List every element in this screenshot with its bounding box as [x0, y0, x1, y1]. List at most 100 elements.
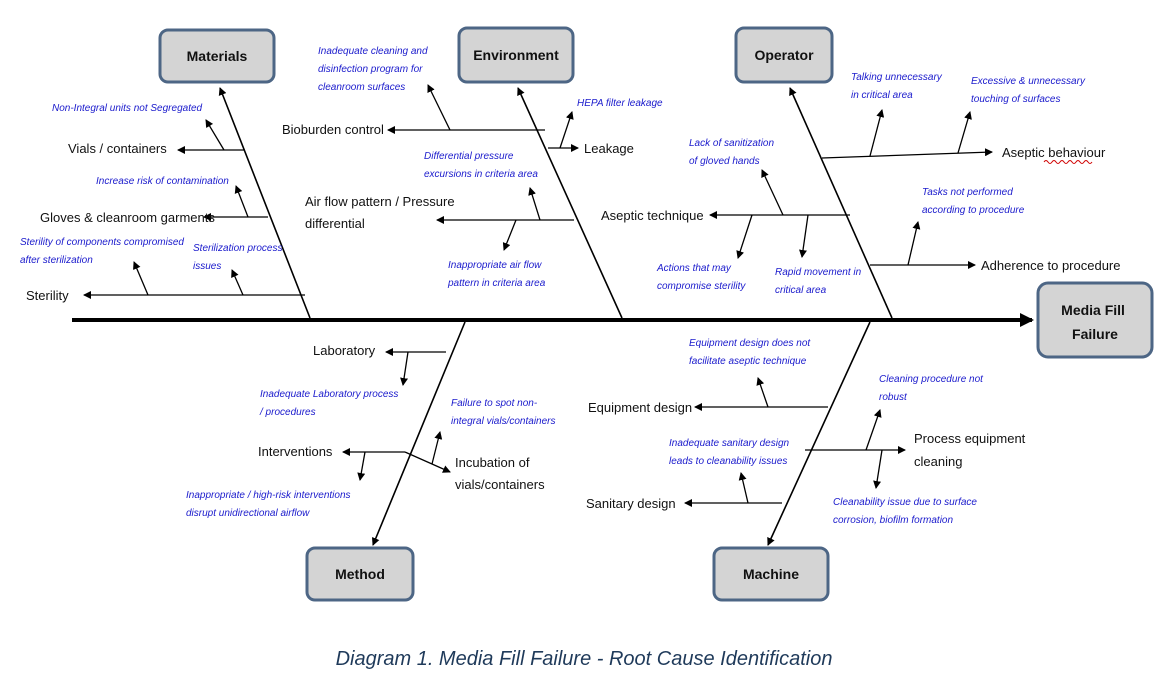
cause-process-cleaning: Process equipment cleaning: [914, 431, 1029, 469]
cause-airflow: Air flow pattern / Pressure differential: [305, 194, 458, 231]
note-sterilization-issues: Sterilization process issues: [193, 243, 285, 272]
category-box-machine: Machine: [712, 546, 830, 602]
method-label: Method: [335, 566, 385, 582]
note-inadequate-cleaning-line1: Inadequate cleaning and: [318, 46, 428, 57]
category-box-materials: Materials: [158, 28, 276, 84]
note-cleanability-issue: Cleanability issue due to surface corros…: [833, 497, 980, 526]
note-lab-process: Inadequate Laboratory process / procedur…: [259, 389, 401, 418]
cause-airflow-line1: Air flow pattern / Pressure: [305, 194, 455, 209]
note-lab-process-line2: / procedures: [259, 407, 316, 418]
environment-label: Environment: [473, 47, 559, 63]
cause-process-cleaning-line1: Process equipment: [914, 431, 1026, 446]
category-box-environment: Environment: [457, 26, 575, 84]
note-high-risk-interventions-line1: Inappropriate / high-risk interventions: [186, 490, 351, 501]
sub-cause-notes: Non-Integral units not Segregated Increa…: [20, 46, 1088, 526]
note-actions-compromise: Actions that may compromise sterility: [656, 263, 746, 292]
note-sterility-compromised: Sterility of components compromised afte…: [20, 237, 187, 266]
note-sanitization-line2: of gloved hands: [689, 156, 760, 167]
cause-equipment-design: Equipment design: [588, 400, 692, 415]
cause-incubation-line2: vials/containers: [455, 477, 545, 492]
note-actions-compromise-line1: Actions that may: [656, 263, 732, 274]
note-touching-line1: Excessive & unnecessary: [971, 76, 1086, 87]
note-sanitary-line1: Inadequate sanitary design: [669, 438, 790, 449]
note-diff-pressure-line1: Differential pressure: [424, 151, 514, 162]
note-touching: Excessive & unnecessary touching of surf…: [971, 76, 1088, 105]
note-sanitization-line1: Lack of sanitization: [689, 138, 774, 149]
cause-labels: Vials / containers Gloves & cleanroom ga…: [26, 122, 1120, 511]
note-contamination-risk: Increase risk of contamination: [96, 176, 229, 187]
cause-incubation-line1: Incubation of: [455, 455, 530, 470]
note-sterility-compromised-line1: Sterility of components compromised: [20, 237, 184, 248]
note-talking: Talking unnecessary in critical area: [851, 72, 945, 101]
cause-aseptic-technique: Aseptic technique: [601, 208, 704, 223]
note-sanitization: Lack of sanitization of gloved hands: [689, 138, 777, 167]
cause-incubation: Incubation of vials/containers: [455, 455, 545, 492]
note-cleaning-not-robust: Cleaning procedure not robust: [879, 374, 986, 403]
effect-label: Media Fill Failure: [1061, 302, 1129, 342]
note-sanitary: Inadequate sanitary design leads to clea…: [669, 438, 792, 467]
note-tasks-not-performed-line2: according to procedure: [922, 205, 1025, 216]
note-inadequate-cleaning-line2: disinfection program for: [318, 64, 423, 75]
note-equip-design-line2: facilitate aseptic technique: [689, 356, 807, 367]
cause-gloves: Gloves & cleanroom garments: [40, 210, 215, 225]
note-talking-line2: in critical area: [851, 90, 913, 101]
cause-sanitary-design: Sanitary design: [586, 496, 676, 511]
note-sanitary-line2: leads to cleanability issues: [669, 456, 787, 467]
note-rapid-movement-line2: critical area: [775, 285, 827, 296]
note-cleaning-not-robust-line1: Cleaning procedure not: [879, 374, 984, 385]
effect-box: Media Fill Failure: [1036, 281, 1154, 359]
note-spot-non-integral-line2: integral vials/containers: [451, 416, 556, 427]
note-inappropriate-airflow-line1: Inappropriate air flow: [448, 260, 542, 271]
cause-bioburden: Bioburden control: [282, 122, 384, 137]
note-diff-pressure: Differential pressure excursions in crit…: [424, 151, 538, 180]
note-lab-process-line1: Inadequate Laboratory process: [260, 389, 398, 400]
cause-branches: [83, 84, 993, 507]
cause-aseptic-behaviour: Aseptic behaviour: [1002, 145, 1106, 160]
note-inadequate-cleaning-line3: cleanroom surfaces: [318, 82, 405, 93]
cause-process-cleaning-line2: cleaning: [914, 454, 962, 469]
effect-label-line2: Failure: [1072, 326, 1118, 342]
note-equip-design: Equipment design does not facilitate ase…: [689, 338, 813, 367]
cause-sterility: Sterility: [26, 288, 69, 303]
note-tasks-not-performed-line1: Tasks not performed: [922, 187, 1013, 198]
cause-interventions: Interventions: [258, 444, 333, 459]
note-high-risk-interventions-line2: disrupt unidirectional airflow: [186, 508, 310, 519]
cause-airflow-line2: differential: [305, 216, 365, 231]
category-box-method: Method: [305, 546, 415, 602]
note-non-integral: Non-Integral units not Segregated: [52, 103, 203, 114]
category-box-operator: Operator: [734, 26, 834, 84]
note-cleanability-issue-line1: Cleanability issue due to surface: [833, 497, 977, 508]
effect-label-line1: Media Fill: [1061, 302, 1125, 318]
operator-label: Operator: [754, 47, 814, 63]
note-sterilization-issues-line2: issues: [193, 261, 221, 272]
note-actions-compromise-line2: compromise sterility: [657, 281, 746, 292]
note-tasks-not-performed: Tasks not performed according to procedu…: [922, 187, 1025, 216]
machine-label: Machine: [743, 566, 799, 582]
note-hepa: HEPA filter leakage: [577, 98, 663, 109]
cause-leakage: Leakage: [584, 141, 634, 156]
note-equip-design-line1: Equipment design does not: [689, 338, 811, 349]
note-touching-line2: touching of surfaces: [971, 94, 1061, 105]
note-high-risk-interventions: Inappropriate / high-risk interventions …: [186, 490, 353, 519]
cause-vials: Vials / containers: [68, 141, 167, 156]
note-cleanability-issue-line2: corrosion, biofilm formation: [833, 515, 953, 526]
note-rapid-movement: Rapid movement in critical area: [775, 267, 864, 296]
note-spot-non-integral-line1: Failure to spot non-: [451, 398, 538, 409]
cause-adherence: Adherence to procedure: [981, 258, 1120, 273]
spellcheck-squiggle: [1043, 160, 1093, 164]
note-sterilization-issues-line1: Sterilization process: [193, 243, 282, 254]
note-inappropriate-airflow-line2: pattern in criteria area: [447, 278, 546, 289]
note-diff-pressure-line2: excursions in criteria area: [424, 169, 538, 180]
note-cleaning-not-robust-line2: robust: [879, 392, 908, 403]
category-bones: [218, 87, 893, 546]
note-rapid-movement-line1: Rapid movement in: [775, 267, 862, 278]
note-spot-non-integral: Failure to spot non- integral vials/cont…: [451, 398, 556, 427]
note-inadequate-cleaning: Inadequate cleaning and disinfection pro…: [318, 46, 430, 93]
materials-label: Materials: [187, 48, 248, 64]
note-inappropriate-airflow: Inappropriate air flow pattern in criter…: [447, 260, 546, 289]
cause-laboratory: Laboratory: [313, 343, 376, 358]
note-talking-line1: Talking unnecessary: [851, 72, 943, 83]
note-sterility-compromised-line2: after sterilization: [20, 255, 93, 266]
diagram-caption: Diagram 1. Media Fill Failure - Root Cau…: [336, 648, 833, 670]
